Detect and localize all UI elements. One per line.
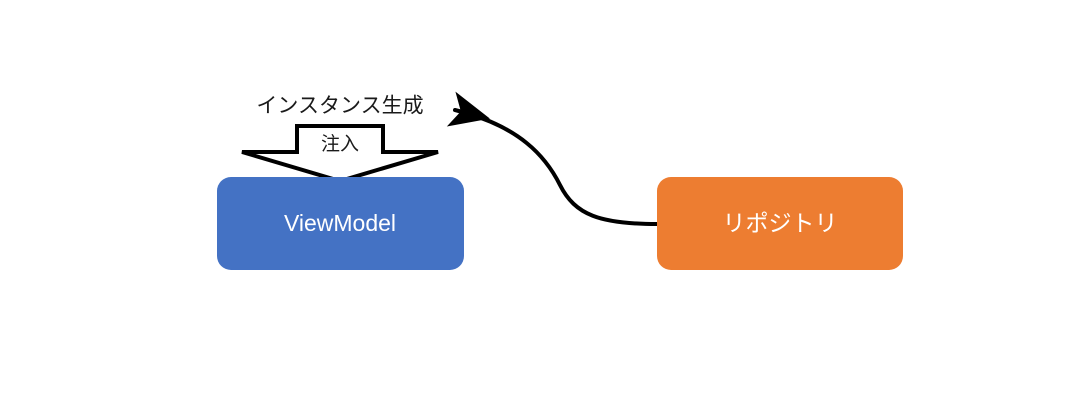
node-repository-label: リポジトリ bbox=[723, 210, 838, 236]
node-repository[interactable]: リポジトリ bbox=[657, 177, 903, 270]
node-viewmodel-label: ViewModel bbox=[284, 210, 396, 236]
block-arrow-label-injection: 注入 bbox=[321, 133, 359, 155]
block-arrow-down-shape bbox=[241, 124, 439, 184]
edge-instance-creation bbox=[446, 91, 659, 226]
curved-connector-path bbox=[446, 91, 659, 226]
edge-label-instance-creation: インスタンス生成 bbox=[256, 95, 423, 118]
node-repository-shape[interactable] bbox=[657, 177, 903, 270]
block-arrow-injection: 注入 bbox=[241, 124, 439, 184]
node-viewmodel-shape[interactable] bbox=[217, 177, 464, 270]
node-viewmodel[interactable]: ViewModel bbox=[217, 177, 464, 270]
